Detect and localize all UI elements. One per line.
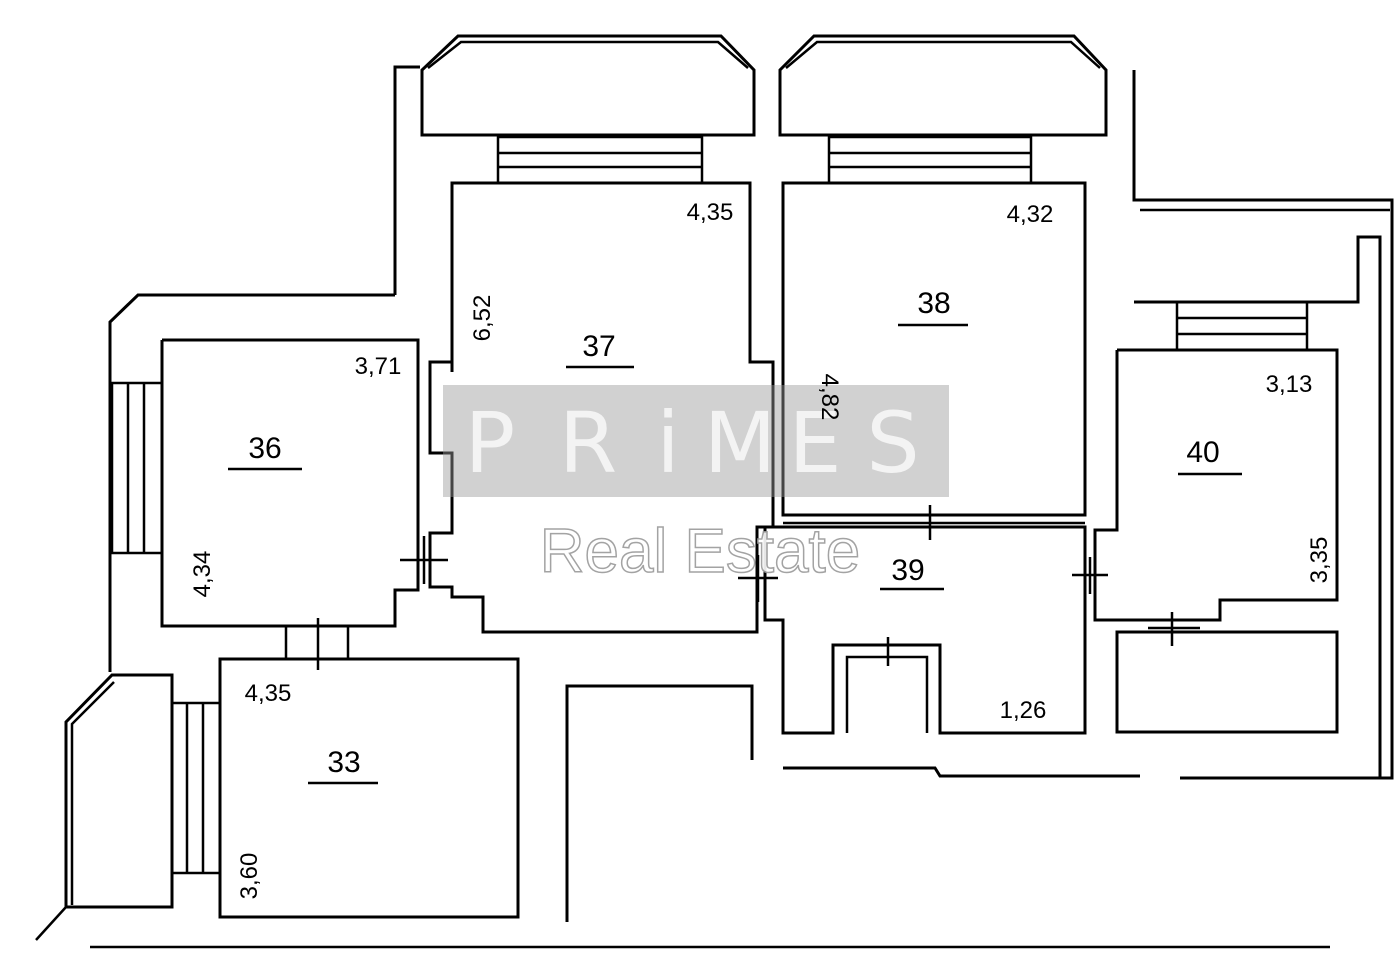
room-37-walls — [428, 181, 775, 634]
outer-walls — [90, 65, 1394, 949]
window-room-40 — [1175, 300, 1309, 352]
door-37-39 — [738, 555, 778, 602]
dim-r36-length: 4,34 — [189, 551, 216, 598]
window-room-33 — [170, 701, 222, 875]
room-39-number: 39 — [891, 554, 924, 587]
dim-r38-width: 4,32 — [1007, 201, 1054, 228]
door-36-33 — [284, 618, 350, 670]
balcony-top-left — [420, 34, 756, 137]
door-40-storage — [1148, 612, 1200, 646]
watermark-letter-2: R — [559, 394, 617, 492]
room-36-label: 36 — [228, 432, 302, 471]
window-room-36 — [110, 381, 164, 555]
dim-r38-length: 4,82 — [816, 374, 843, 421]
watermark-letter-1: P — [465, 394, 516, 492]
room-37-number: 37 — [582, 330, 615, 363]
watermark-letter-5: E — [788, 394, 841, 492]
balcony-right — [1134, 208, 1390, 778]
watermark-letter-3: i — [656, 394, 679, 492]
dim-r37-length: 6,52 — [469, 295, 496, 342]
balcony-left — [35, 673, 174, 941]
dim-r40-length: 3,35 — [1306, 537, 1333, 584]
room-33-number: 33 — [327, 746, 360, 779]
dim-r39: 1,26 — [1000, 697, 1047, 724]
window-room-38 — [827, 135, 1033, 185]
dim-r36-width: 3,71 — [355, 353, 402, 380]
room-36-number: 36 — [248, 432, 281, 465]
room-40-number: 40 — [1186, 436, 1219, 469]
watermark: P R i M E S Real Estate — [443, 385, 949, 587]
room-37-label: 37 — [566, 330, 634, 369]
window-room-37 — [496, 135, 704, 185]
dim-r40-width: 3,13 — [1266, 371, 1313, 398]
watermark-letter-4: M — [704, 394, 776, 492]
balcony-top-right — [778, 34, 1108, 137]
room-39-label: 39 — [880, 554, 944, 591]
watermark-letter-6: S — [866, 394, 919, 492]
door-36-37 — [400, 536, 448, 584]
room-36-walls — [160, 338, 420, 628]
dim-r37-width: 4,35 — [687, 199, 734, 226]
room-38-number: 38 — [917, 287, 950, 320]
watermark-subtitle: Real Estate — [540, 517, 861, 586]
room-33-label: 33 — [308, 746, 378, 785]
door-39-40 — [1072, 557, 1108, 594]
watermark-band — [443, 385, 949, 497]
room-40-walls — [1093, 348, 1339, 734]
dim-r33-width: 4,35 — [245, 680, 292, 707]
room-40-label: 40 — [1178, 436, 1242, 476]
room-38-label: 38 — [898, 287, 968, 327]
dim-r33-length: 3,60 — [236, 853, 263, 900]
